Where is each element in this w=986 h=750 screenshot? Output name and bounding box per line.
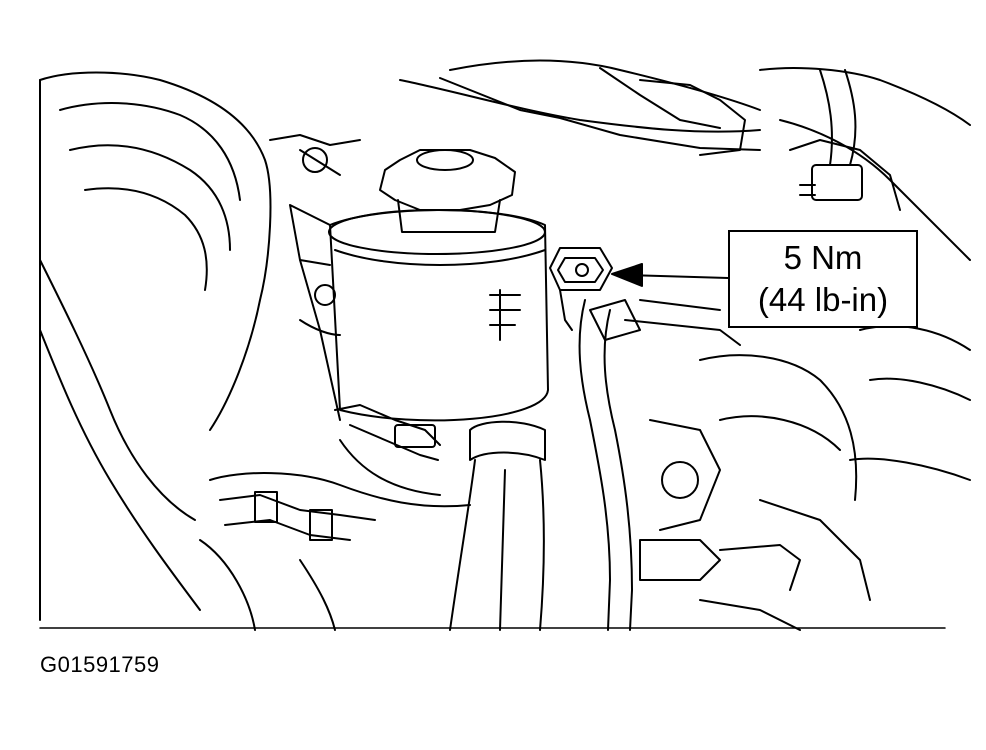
pump-assembly [639, 325, 971, 631]
torque-spec-imperial: (44 lb-in) [757, 281, 889, 318]
supply-hose [449, 420, 546, 631]
wiring-harness [269, 69, 863, 201]
return-hose [578, 299, 741, 631]
reservoir-cap [379, 149, 516, 233]
mounting-bracket [209, 404, 471, 508]
reservoir-body [289, 204, 549, 422]
torque-spec-callout: 5 Nm (44 lb-in) [728, 230, 918, 328]
upper-bodywork [399, 59, 971, 261]
figure-code: G01591759 [40, 652, 160, 677]
bolt-fitting [549, 247, 613, 331]
torque-spec-metric: 5 Nm [783, 239, 863, 276]
left-hose-shroud [39, 71, 272, 621]
hose-clamps [199, 491, 376, 631]
callout-leader-arrow [611, 263, 729, 287]
